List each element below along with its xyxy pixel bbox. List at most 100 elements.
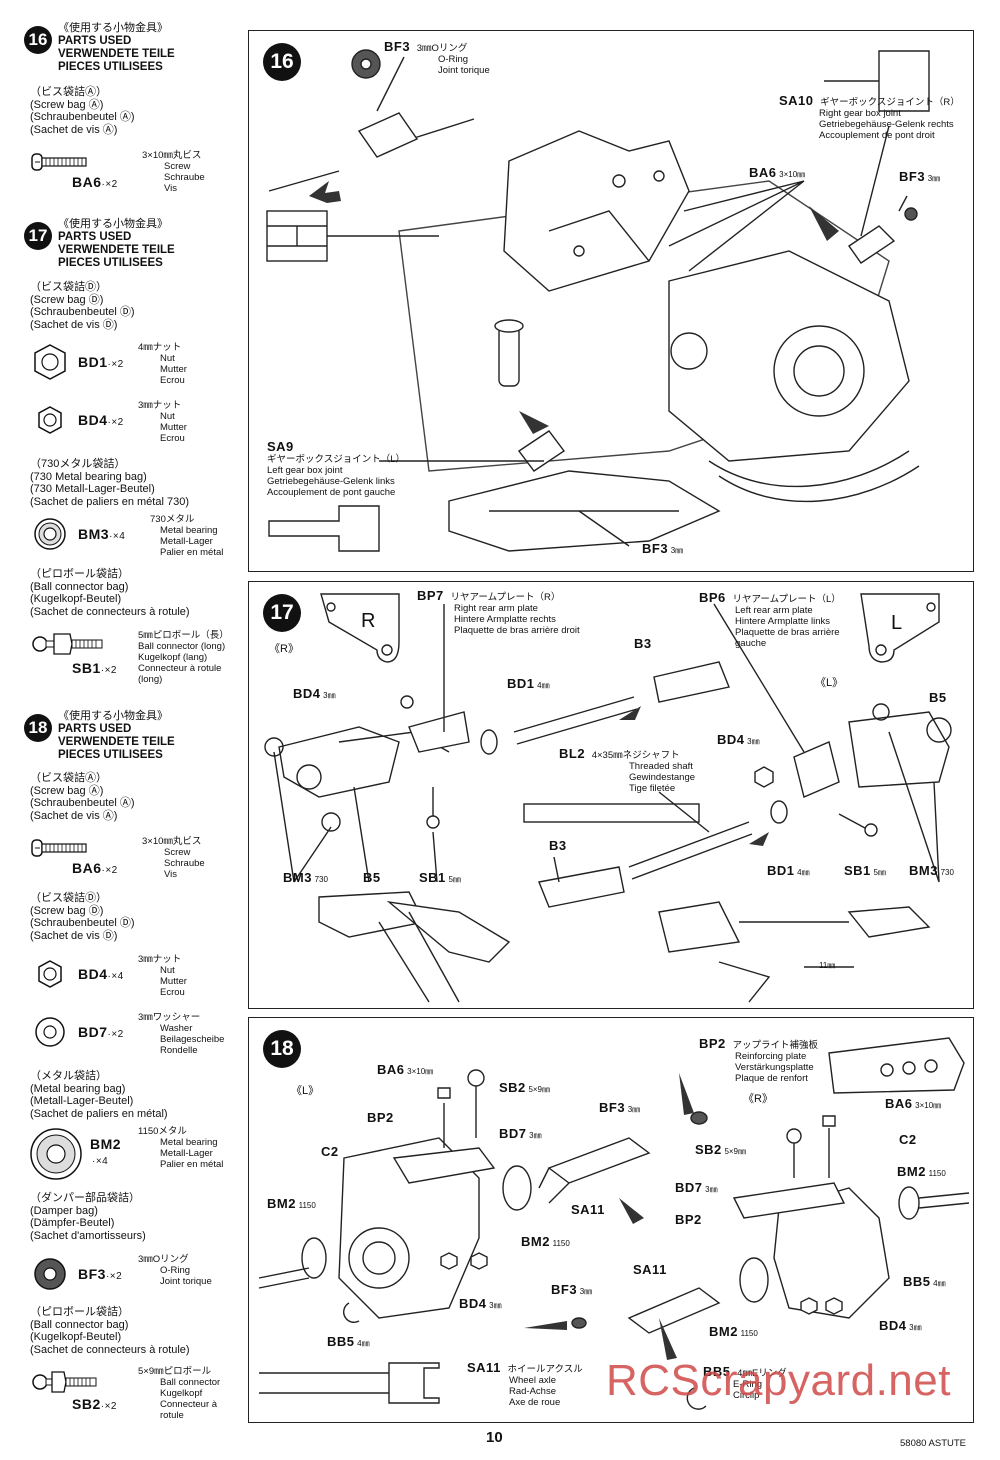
step16-panel: 16 BF3 3㎜Oリング O-Ring Joint torique SA10 … [248, 30, 974, 572]
hex-nut-icon [38, 960, 62, 988]
bd7-left-label: BD7 3㎜ [499, 1126, 542, 1141]
part-bd4-nut: BD4·×2 3㎜ナット Nut Mutter Ecrou [30, 400, 242, 450]
damper-bag-label: （ダンパー部品袋詰） (Damper bag) (Dämpfer-Beutel)… [30, 1192, 146, 1242]
metal-bearing-730-bag-label: （730メタル袋詰） (730 Metal bearing bag) (730 … [30, 458, 189, 508]
screw-bag-a-label: （ビス袋詰Ⓐ） (Screw bag Ⓐ) (Schraubenbeutel Ⓐ… [30, 772, 135, 822]
bf3-top-label: BF3 3㎜Oリング O-Ring Joint torique [384, 39, 490, 76]
sa11-bottom-label: SA11 [633, 1262, 667, 1277]
sb2-right-label: SB2 5×9㎜ [695, 1142, 747, 1157]
screw-icon [31, 839, 87, 857]
step17-badge: 17 [263, 594, 301, 632]
bp2-reference-label: BP2 アップライト補強板 Reinforcing plate Verstärk… [699, 1036, 818, 1084]
bm2-right-label: BM2 1150 [897, 1164, 946, 1179]
bm3-left-label: BM3 730 [283, 870, 328, 885]
step17-parts-header: 17 《使用する小物金具》 PARTS USED VERWENDETE TEIL… [24, 218, 175, 270]
bd7-right-label: BD7 3㎜ [675, 1180, 718, 1195]
plate-l-letter: L [891, 612, 903, 634]
part-bm2-bearing: BM2 ·×4 1150メタル Metal bearing Metall-Lag… [30, 1126, 242, 1190]
c2-left-label: C2 [321, 1144, 339, 1159]
sb2-left-label: SB2 5×9㎜ [499, 1080, 551, 1095]
screw-icon [31, 153, 87, 171]
parts-used-fr: PIECES UTILISEES [58, 61, 163, 73]
parts-sidebar: 16 《使用する小物金具》 PARTS USED VERWENDETE TEIL… [24, 22, 242, 1422]
step18-parts-header: 18 《使用する小物金具》 PARTS USED VERWENDETE TEIL… [24, 710, 175, 762]
c2-right-label: C2 [899, 1132, 917, 1147]
bd7-code: BD7·×2 [78, 1024, 124, 1040]
bp2-left-label: BP2 [367, 1110, 394, 1125]
step16-illustration [266, 49, 930, 552]
part-bd7-washer: BD7·×2 3㎜ワッシャー Washer Beilagescheibe Ron… [30, 1012, 242, 1062]
bf3-bottom-label: BF3 3㎜ [642, 541, 684, 556]
part-bf3-o-ring: BF3·×2 3㎜Oリング O-Ring Joint torique [30, 1254, 242, 1304]
bd4-code: BD4·×4 [78, 966, 124, 982]
mark-r: 《R》 [269, 643, 299, 655]
bl2-label: BL2 4×35㎜ネジシャフト Threaded shaft Gewindest… [559, 746, 696, 794]
step16-parts-header: 16 《使用する小物金具》 PARTS USED VERWENDETE TEIL… [24, 22, 175, 74]
step16-number-badge: 16 [24, 26, 52, 54]
bm2-bottom-label: BM2 1150 [709, 1324, 758, 1339]
ba6-code: BA6·×2 [72, 860, 118, 876]
screw-bag-d-label: （ビス袋詰Ⓓ） (Screw bag Ⓓ) (Schraubenbeutel Ⓓ… [30, 281, 135, 331]
step18-panel: 18 《L》 《R》 BP2 アップライト補強板 Reinforcing pla… [248, 1017, 974, 1423]
sb2-code: SB2·×2 [72, 1396, 117, 1412]
bb5-reference-label: BB5 4㎜Eリング E-Ring Circlip [703, 1364, 787, 1401]
part-sb1-ball-connector: SB1·×2 5㎜ピロボール（長） Ball connector (long) … [30, 628, 242, 685]
part-bd4-nut: BD4·×4 3㎜ナット Nut Mutter Ecrou [30, 954, 242, 1004]
bm2-center-label: BM2 1150 [521, 1234, 570, 1249]
ba6-left-label: BA6 3×10㎜ [377, 1062, 434, 1077]
bf3-code: BF3·×2 [78, 1266, 123, 1282]
ba6-code: BA6·×2 [72, 174, 118, 190]
step18-number-badge: 18 [24, 714, 52, 742]
bd1-top-label: BD1 4㎜ [507, 676, 550, 691]
model-code: 58080 ASTUTE [900, 1438, 967, 1449]
screw-bag-d-label: （ビス袋詰Ⓓ） (Screw bag Ⓓ) (Schraubenbeutel Ⓓ… [30, 892, 135, 942]
b3-top-label: B3 [634, 636, 652, 651]
bm2-code: BM2 [90, 1136, 122, 1152]
bd1-code: BD1·×2 [78, 354, 124, 370]
plate-r-letter: R [361, 610, 376, 632]
ball-connector-bag-label: （ピロボール袋詰） (Ball connector bag) (Kugelkop… [30, 1306, 190, 1356]
watermark: RCScrapyard.net [606, 1356, 951, 1405]
bm3-right-label: BM3 730 [909, 863, 954, 878]
parts-used-jp: 《使用する小物金具》 [58, 22, 168, 34]
b5-left-label: B5 [363, 870, 381, 885]
ball-connector-icon [32, 633, 103, 655]
bp2-right-label: BP2 [675, 1212, 702, 1227]
ba6-right-label: BA6 3×10㎜ [885, 1096, 942, 1111]
hex-nut-icon [38, 406, 62, 434]
screw-bag-a-label: （ビス袋詰Ⓐ） (Screw bag Ⓐ) (Schraubenbeutel Ⓐ… [30, 86, 135, 136]
step17-illustration [264, 593, 952, 1003]
sb1-left-label: SB1 5㎜ [419, 870, 461, 885]
parts-used-de: VERWENDETE TEILE [58, 48, 175, 60]
sb1-code: SB1·×2 [72, 660, 117, 676]
sa10-label: SA10 ギヤーボックスジョイント（R） Right gear box join… [779, 93, 960, 141]
part-bd1-nut: BD1·×2 4㎜ナット Nut Mutter Ecrou [30, 342, 242, 392]
b3-bottom-label: B3 [549, 838, 567, 853]
dimension-11mm: 11㎜ [819, 961, 836, 970]
mark-l: 《L》 [291, 1085, 320, 1097]
washer-icon [35, 1017, 65, 1047]
bearing-icon [30, 1128, 82, 1180]
parts-used-en: PARTS USED [58, 35, 132, 47]
bp6-label: BP6 リヤアームプレート（L） Left rear arm plate Hin… [699, 590, 841, 649]
bd4-right-label: BD4 3㎜ [879, 1318, 922, 1333]
ball-connector-bag-label: （ピロボール袋詰） (Ball connector bag) (Kugelkop… [30, 568, 190, 618]
ba6-label: BA6 3×10㎜ [749, 165, 806, 180]
bf3-bottom-label: BF3 3㎜ [551, 1282, 593, 1297]
part-bm3-bearing: BM3·×4 730メタル Metal bearing Metall-Lager… [30, 514, 242, 564]
bp7-label: BP7 リヤアームプレート（R） Right rear arm plate Hi… [417, 588, 580, 636]
b5-right-label: B5 [929, 690, 947, 705]
hex-nut-icon [34, 344, 66, 380]
sa11-reference-label: SA11 ホイールアクスル Wheel axle Rad-Achse Axe d… [467, 1360, 583, 1408]
bd4-code: BD4·×2 [78, 412, 124, 428]
bd1-bottom-label: BD1 4㎜ [767, 863, 810, 878]
mark-l: 《L》 [815, 677, 844, 689]
step16-badge: 16 [263, 43, 301, 81]
bm2-qty: ·×4 [92, 1156, 109, 1167]
bd4-left-label: BD4 3㎜ [293, 686, 336, 701]
mark-r: 《R》 [743, 1093, 773, 1105]
sb1-right-label: SB1 5㎜ [844, 863, 886, 878]
step17-panel: 17 R L 《R》 《L》 BP7 リヤアームプレート（R） Right re… [248, 581, 974, 1009]
step18-illustration [258, 1037, 970, 1410]
bf3-right-label: BF3 3㎜ [899, 169, 941, 184]
